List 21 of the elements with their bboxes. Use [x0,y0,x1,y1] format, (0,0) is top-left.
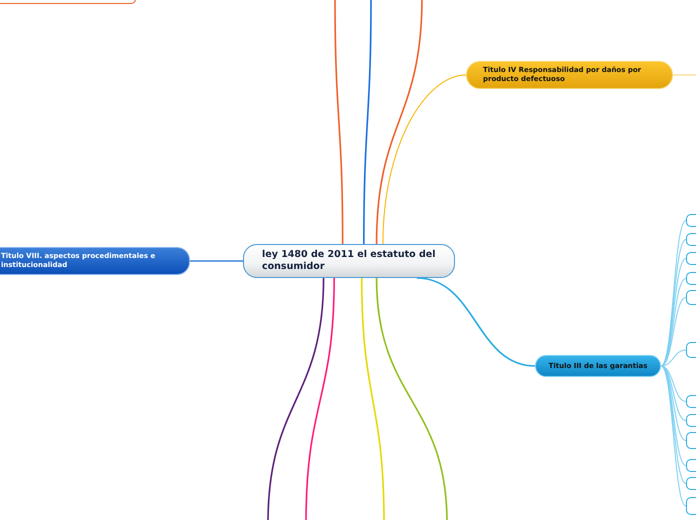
connector-line [660,366,686,466]
connector-line [376,0,423,244]
connector-line [660,366,686,506]
topic-text: ley 1480 de 2011 el estatuto del consumidor [262,249,436,273]
connector-line [672,74,696,76]
connector-line [267,278,324,520]
connector-line [305,278,335,520]
central-topic-box [243,244,455,278]
connector-line [334,0,344,244]
connector-line [360,278,385,520]
connector-line [190,260,243,262]
topic-box [535,355,661,377]
connector-line [363,0,372,244]
connector-line [660,297,686,366]
connector-line [376,278,448,520]
connector-line [382,74,466,244]
connector-line [660,366,686,402]
connector-line [660,350,686,366]
connector-line [416,277,536,367]
topic-box [466,61,673,89]
topic-box [0,247,190,275]
